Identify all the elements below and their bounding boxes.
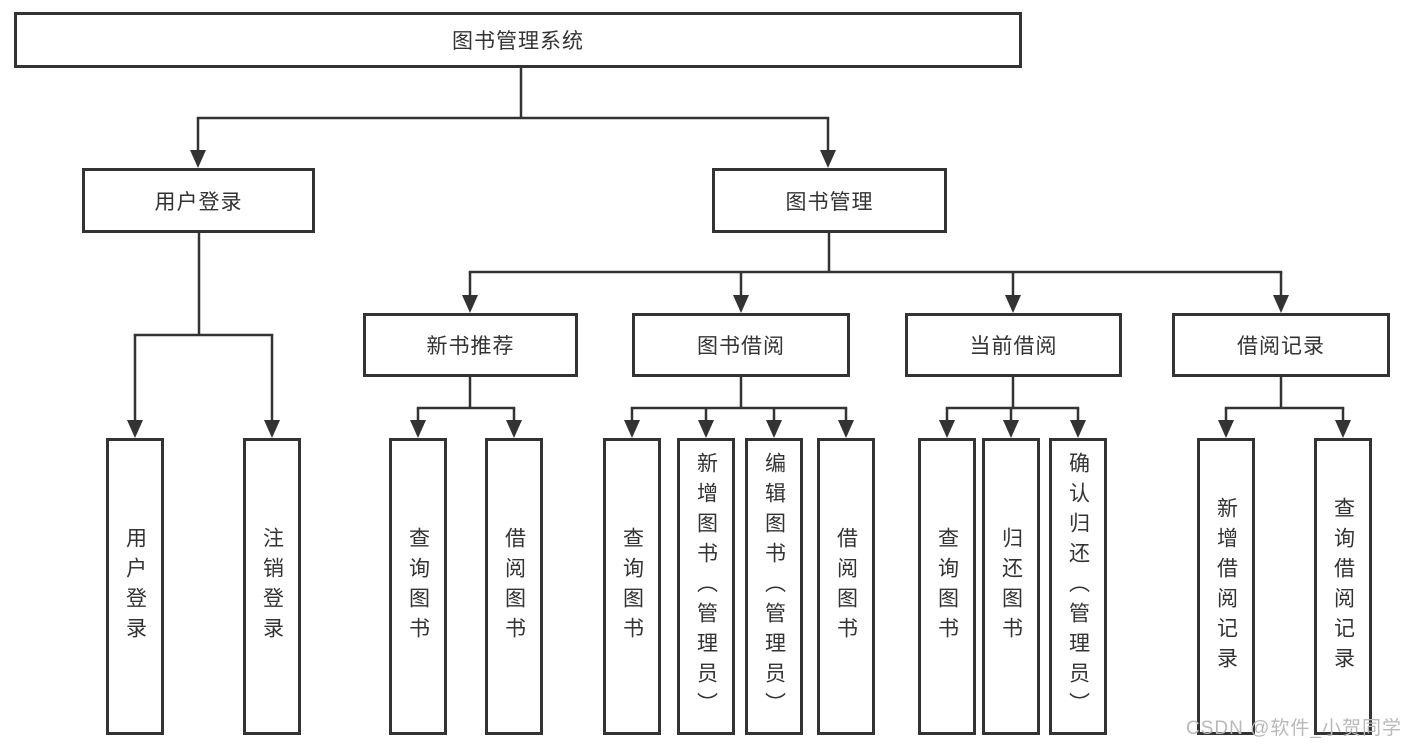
leaf-label: 新增借阅记录 [1214,496,1238,677]
node-label: 新书推荐 [426,335,515,358]
leaf-borrow-book: 借阅图书 [817,438,875,735]
leaf-label: 借阅图书 [502,526,526,647]
leaf-label: 查询借阅记录 [1331,496,1355,677]
leaf-return-book: 归还图书 [982,438,1040,735]
leaf-label: 查询图书 [935,526,959,647]
leaf-query-book-borrow: 查询图书 [603,438,661,735]
leaf-edit-book-admin: 编辑图书（管理员） [745,438,803,735]
node-library-system-root: 图书管理系统 [14,12,1022,68]
node-label: 图书管理系统 [452,30,584,53]
leaf-label: 注销登录 [260,526,284,647]
leaf-label: 用户登录 [123,526,147,647]
leaf-add-book-admin: 新增图书（管理员） [677,438,735,735]
node-book-management: 图书管理 [712,168,947,233]
leaf-borrow-book-recommend: 借阅图书 [485,438,543,735]
node-new-book-recommend: 新书推荐 [363,313,578,377]
leaf-label: 查询图书 [406,526,430,647]
leaf-query-book-recommend: 查询图书 [389,438,447,735]
leaf-logout: 注销登录 [243,438,301,735]
node-label: 当前借阅 [969,335,1058,358]
csdn-watermark: CSDN @软件_小贺同学 [1186,718,1402,739]
node-label: 借阅记录 [1237,335,1325,358]
node-label: 用户登录 [154,190,243,214]
node-borrow-records: 借阅记录 [1172,313,1390,377]
node-book-borrow: 图书借阅 [632,313,850,377]
leaf-label: 归还图书 [999,526,1023,647]
leaf-user-login: 用户登录 [106,438,164,735]
node-user-login: 用户登录 [82,168,315,233]
leaf-label: 查询图书 [620,526,644,647]
node-label: 图书管理 [785,190,874,214]
leaf-label: 新增图书（管理员） [694,451,718,722]
leaf-confirm-return-admin: 确认归还（管理员） [1049,438,1107,735]
leaf-label: 借阅图书 [834,526,858,647]
leaf-query-book-current: 查询图书 [918,438,976,735]
leaf-query-borrow-record: 查询借阅记录 [1314,438,1372,735]
leaf-add-borrow-record: 新增借阅记录 [1197,438,1255,735]
leaf-label: 编辑图书（管理员） [762,451,786,722]
node-label: 图书借阅 [697,335,785,358]
node-current-borrow: 当前借阅 [905,313,1122,377]
leaf-label: 确认归还（管理员） [1066,451,1090,722]
